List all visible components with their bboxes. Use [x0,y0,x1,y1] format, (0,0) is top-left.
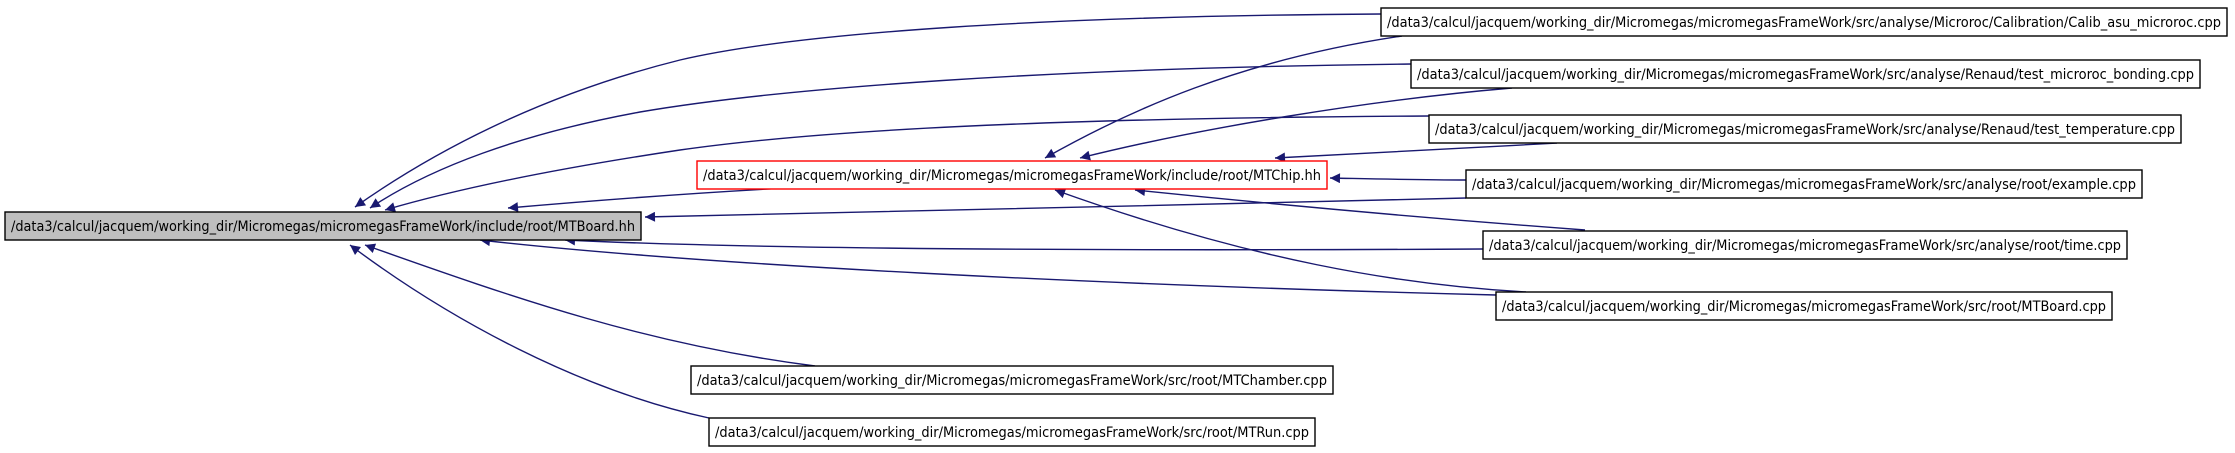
node-label: /data3/calcul/jacquem/working_dir/Microm… [1387,15,2221,31]
edge-time_cpp-to-mtboard_hh [564,235,1484,251]
edge-mtboard_cpp-to-mtboard_hh [479,236,1497,296]
edge-example_cpp-to-mtboard_hh [644,197,1467,222]
node-mtchamber-cpp[interactable]: /data3/calcul/jacquem/working_dir/Microm… [690,365,1334,395]
node-box [708,417,1316,447]
edge-calib_asu-to-mtchip_hh [1044,35,1403,159]
node-test-bonding[interactable]: /data3/calcul/jacquem/working_dir/Microm… [1410,59,2201,89]
node-mtboard-hh: /data3/calcul/jacquem/working_dir/Microm… [4,211,642,241]
node-box [1465,169,2143,199]
edge-example_cpp-to-mtchip_hh [1329,173,1467,184]
node-label: /data3/calcul/jacquem/working_dir/Microm… [1435,122,2175,138]
node-test-temperature[interactable]: /data3/calcul/jacquem/working_dir/Microm… [1428,114,2182,144]
node-label: /data3/calcul/jacquem/working_dir/Microm… [1417,67,2194,83]
node-box [4,211,642,241]
edge-test_bonding-to-mtchip_hh [1079,87,1513,161]
node-box [1495,291,2113,321]
node-label: /data3/calcul/jacquem/working_dir/Microm… [1472,177,2136,193]
node-box [1410,59,2201,89]
node-label: /data3/calcul/jacquem/working_dir/Microm… [697,373,1327,389]
node-box [690,365,1334,395]
node-mtboard-cpp[interactable]: /data3/calcul/jacquem/working_dir/Microm… [1495,291,2113,321]
node-example-cpp[interactable]: /data3/calcul/jacquem/working_dir/Microm… [1465,169,2143,199]
node-label: /data3/calcul/jacquem/working_dir/Microm… [715,425,1309,441]
edge-time_cpp-to-mtchip_hh [1134,186,1586,231]
edge-test_bonding-to-mtboard_hh [369,63,1412,209]
edge-mtboard_cpp-to-mtchip_hh [1054,188,1527,293]
edge-test_temperature-to-mtboard_hh [384,115,1430,212]
node-label: /data3/calcul/jacquem/working_dir/Microm… [703,168,1321,184]
node-label: /data3/calcul/jacquem/working_dir/Microm… [1489,238,2121,254]
node-calib-asu[interactable]: /data3/calcul/jacquem/working_dir/Microm… [1380,7,2228,37]
node-box [1428,114,2182,144]
node-box [1380,7,2228,37]
edges-layer [349,13,1586,419]
edge-mtrun_cpp-to-mtboard_hh [349,244,710,419]
node-box [1482,230,2128,260]
nodes-layer: /data3/calcul/jacquem/working_dir/Microm… [4,7,2228,447]
node-mtrun-cpp[interactable]: /data3/calcul/jacquem/working_dir/Microm… [708,417,1316,447]
node-label: /data3/calcul/jacquem/working_dir/Microm… [11,219,635,235]
node-label: /data3/calcul/jacquem/working_dir/Microm… [1502,299,2106,315]
node-mtchip-hh[interactable]: /data3/calcul/jacquem/working_dir/Microm… [696,160,1328,190]
edge-mtchamber_cpp-to-mtboard_hh [364,243,816,367]
edge-calib_asu-to-mtboard_hh [354,13,1382,208]
node-box [696,160,1328,190]
edge-test_temperature-to-mtchip_hh [1274,142,1558,163]
node-time-cpp[interactable]: /data3/calcul/jacquem/working_dir/Microm… [1482,230,2128,260]
